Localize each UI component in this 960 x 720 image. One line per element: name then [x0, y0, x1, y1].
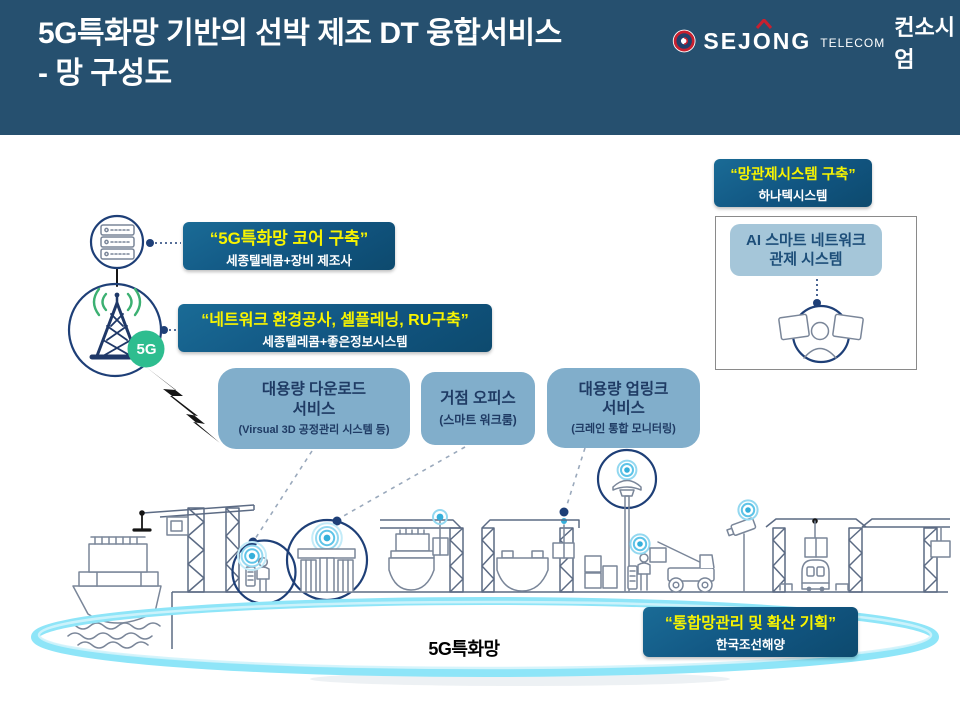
lightning-bolt-icon: [146, 367, 220, 443]
sejong-logo: SEJONG TELECOM 컨소시엄: [672, 15, 960, 72]
service-title: 대용량 다운로드: [261, 381, 367, 399]
worker-device-icon: [627, 533, 651, 591]
service-office-box: 거점 오피스 (스마트 워크룸): [421, 372, 535, 445]
callout-org: 세종텔레콤+좋은정보시스템: [262, 335, 408, 349]
page-title-line1: 5G특화망 기반의 선박 제조 DT 융합서비스: [38, 17, 562, 50]
small-cell-antenna-highlight: [596, 448, 658, 593]
ai-noc-panel: AI 스마트 네트워크 관제 시스템: [715, 216, 917, 370]
consortium-text: 컨소시엄: [894, 14, 955, 72]
office-building-highlight: [285, 518, 369, 602]
tower-5g-icon: [67, 282, 165, 378]
callout-org: 한국조선해양: [715, 638, 785, 652]
crates-icon: [584, 555, 618, 589]
gantry-crane-b-icon: [481, 519, 580, 593]
callout-core-build: “5G특화망 코어 구축” 세종텔레콤+장비 제조사: [183, 222, 395, 270]
service-drop-lines: [248, 446, 586, 547]
badge-5g-label: 5G: [136, 341, 157, 358]
callout-network-build: “네트워크 환경공사, 셀플레닝, RU구축” 세종텔레콤+좋은정보시스템: [178, 304, 492, 352]
ai-network-chip: AI 스마트 네트워크 관제 시스템: [730, 224, 882, 276]
service-note: (스마트 워크룸): [439, 412, 517, 427]
gantry-crane-a-icon: [380, 509, 464, 593]
service-title: 거점 오피스: [440, 390, 516, 408]
callout-title: “5G특화망 코어 구축”: [209, 228, 369, 248]
service-title: 서비스: [292, 400, 336, 418]
ship-floating-icon: [72, 536, 162, 624]
network-name-label: 5G특화망: [428, 639, 500, 659]
core-server-icon: [89, 214, 145, 270]
callout-org: 하나텍시스템: [758, 188, 828, 203]
page-title: 5G특화망 기반의 선박 제조 DT 융합서비스 - 망 구성도: [38, 14, 562, 94]
gantry-crane-c-icon: [765, 518, 867, 593]
callout-org: 세종텔레콤+장비 제조사: [226, 253, 352, 268]
connector-dot: [146, 239, 154, 247]
gantry-crane-d-icon: [861, 518, 951, 593]
ai-chip-line2: 관제 시스템: [769, 251, 843, 268]
ai-chip-line1: AI 스마트 네트워크: [746, 231, 866, 249]
callout-noc-build: “망관제시스템 구축” 하나텍시스템: [714, 159, 872, 207]
service-note: (Virsual 3D 공정관리 시스템 등): [238, 423, 390, 436]
header-bar: 5G특화망 기반의 선박 제조 DT 융합서비스 - 망 구성도 SEJONG …: [0, 0, 960, 135]
worker-5g-highlight: [231, 539, 297, 605]
callout-integrated-mgmt: “통합망관리 및 확산 기획” 한국조선해양: [643, 607, 858, 657]
sejong-brand-text: SEJONG: [703, 18, 811, 55]
service-uplink-box: 대용량 업링크 서비스 (크레인 통합 모니터링): [547, 368, 700, 448]
page-title-line2: - 망 구성도: [38, 56, 172, 90]
callout-title: “통합망관리 및 확산 기획”: [664, 615, 837, 632]
callout-title: “망관제시스템 구축”: [730, 166, 856, 183]
tower-crane-icon: [132, 504, 255, 593]
sejong-telecom-text: TELECOM: [820, 36, 886, 50]
connector-dot: [160, 326, 168, 334]
cctv-camera-icon: [726, 499, 759, 593]
noc-operator-icon: [778, 279, 864, 364]
mobile-crane-icon: [649, 541, 715, 593]
sejong-target-icon: [672, 29, 696, 53]
service-download-box: 대용량 다운로드 서비스 (Virsual 3D 공정관리 시스템 등): [218, 368, 410, 449]
service-note: (크레인 통합 모니터링): [571, 423, 676, 436]
service-title: 대용량 업링크: [578, 380, 669, 398]
sejong-caret-icon: [756, 18, 773, 29]
callout-title: “네트워크 환경공사, 셀플레닝, RU구축”: [201, 312, 469, 329]
service-title: 서비스: [602, 400, 645, 417]
